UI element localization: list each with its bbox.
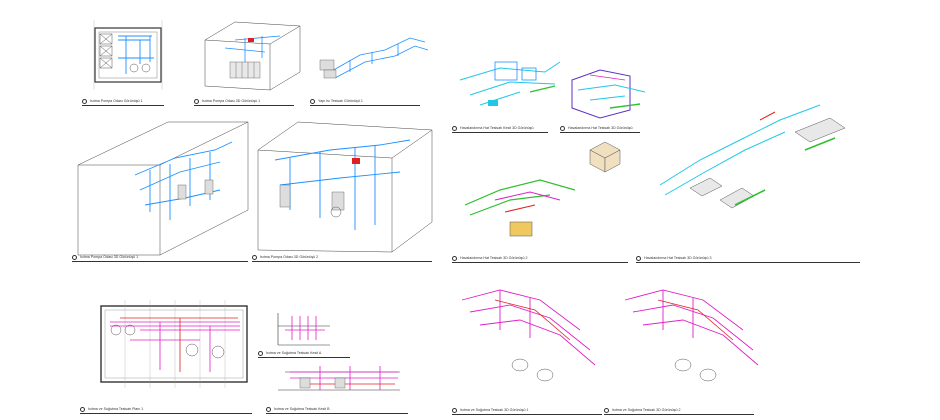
caption-underline (560, 132, 640, 133)
caption-underline (452, 132, 548, 133)
caption-underline (72, 261, 248, 262)
caption-underline (194, 105, 294, 106)
caption-underline (252, 261, 432, 262)
caption-underline (636, 262, 860, 263)
view-caption: Isıtma ve Soğutma Tesisatı Planı 1 (88, 407, 144, 411)
view-number-bubble (194, 99, 199, 104)
caption-underline (80, 413, 252, 414)
view-caption: Havalandırma Hat Tesisatı Kesit 3D Görün… (460, 126, 534, 130)
view-number-bubble (452, 256, 457, 261)
view-caption: Isıtma Pompa Odası Görünüşü 1 (90, 99, 143, 103)
view-caption: Isıtma ve Soğutma Tesisatı 3D Görünüşü 2 (612, 408, 681, 412)
view-number-bubble (310, 99, 315, 104)
view-number-bubble (452, 126, 457, 131)
view-number-bubble (266, 407, 271, 412)
view-number-bubble (82, 99, 87, 104)
view-caption: Havalandırma Hat Tesisatı 3D Görünüşü 3 (644, 256, 712, 260)
view-number-bubble (604, 408, 609, 413)
view-caption: Isıtma Pompa Odası 3D Görünüşü 1 (80, 255, 139, 259)
view-caption: Havalandırma Hat Tesisatı 3D Görünüşü (568, 126, 633, 130)
view-caption: Yapı Isı Tesisatı Görünüşü 1 (318, 99, 363, 103)
view-caption: Isıtma Pompa Odası 3D Görünüşü 2 (260, 255, 319, 259)
caption-underline (266, 413, 408, 414)
caption-underline (452, 414, 602, 415)
view-number-bubble (258, 351, 263, 356)
view-number-bubble (452, 408, 457, 413)
caption-underline (310, 105, 420, 106)
view-caption: Isıtma ve Soğutma Tesisatı Kesit A (266, 351, 322, 355)
caption-underline (82, 105, 164, 106)
caption-underline (258, 357, 350, 358)
view-caption: Isıtma ve Soğutma Tesisatı 3D Görünüşü 1 (460, 408, 529, 412)
view-caption: Isıtma ve Soğutma Tesisatı Kesit B (274, 407, 330, 411)
view-number-bubble (80, 407, 85, 412)
view-number-bubble (252, 255, 257, 260)
view-caption: Havalandırma Hat Tesisatı 3D Görünüşü 2 (460, 256, 528, 260)
view-number-bubble (636, 256, 641, 261)
caption-underline (604, 414, 754, 415)
view-number-bubble (560, 126, 565, 131)
view-number-bubble (72, 255, 77, 260)
view-caption: Isıtma Pompa Odası 3D Görünüşü 1 (202, 99, 261, 103)
caption-underline (452, 262, 628, 263)
